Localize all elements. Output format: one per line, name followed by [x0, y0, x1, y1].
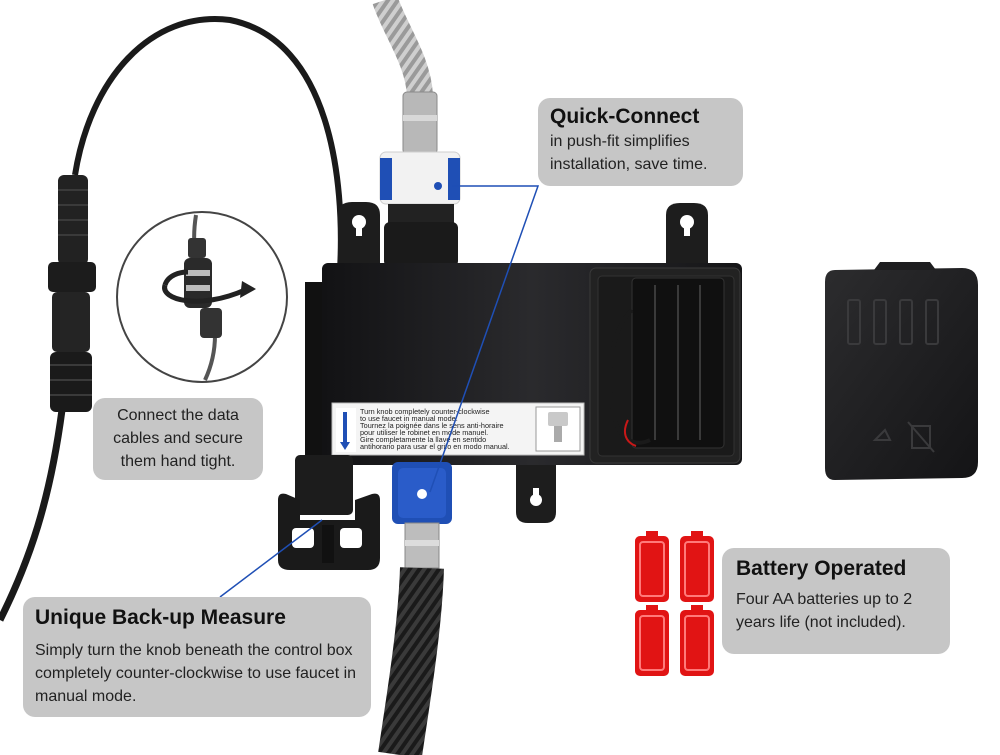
label-line-3: Tournez la poignée dans le sens anti-hor…: [360, 421, 504, 430]
backup-measure-title: Unique Back-up Measure: [35, 606, 286, 629]
connect-cables-body: Connect the data cables and secure them …: [113, 407, 243, 470]
label-line-4: pour utiliser le robinet en mode manuel.: [360, 428, 488, 437]
label-line-6: antihorario para usar el grifo en modo m…: [360, 442, 510, 451]
keyhole-mount-icon: [338, 202, 708, 523]
label-line-5: Gire completamente la llave en sentido: [360, 435, 486, 444]
label-line-1: Turn knob completely counter-clockwise: [360, 407, 490, 416]
cable-connection-zoom: [116, 211, 288, 383]
leader-lines: [219, 185, 540, 598]
label-line-2: to use faucet in manual mode.: [360, 414, 458, 423]
clockwise-arrow-icon: [162, 269, 256, 304]
battery-operated-body: Four AA batteries up to 2 years life (no…: [736, 591, 913, 631]
connect-cables-callout: Connect the data cables and secure them …: [93, 398, 263, 480]
control-box: Turn knob completely counter-clockwise t…: [305, 263, 742, 465]
backup-knob: [278, 455, 380, 570]
battery-operated-callout: Battery Operated Four AA batteries up to…: [722, 548, 950, 654]
backup-measure-callout: Unique Back-up Measure Simply turn the k…: [23, 597, 371, 717]
water-hose-bottom: [378, 462, 452, 755]
backup-measure-body: Simply turn the knob beneath the control…: [35, 642, 357, 705]
svg-text:Turn knob completely counter-c: Turn knob completely counter-clockwise t…: [360, 407, 510, 451]
quick-connect-body: in push-fit simplifies installation, sav…: [550, 133, 708, 173]
quick-connect-title: Quick-Connect: [550, 105, 700, 128]
data-cable: [0, 16, 344, 622]
water-hose-top: [372, 0, 461, 267]
battery-icon: [635, 531, 714, 676]
battery-cover: [825, 262, 978, 480]
quick-connect-callout: Quick-Connect in push-fit simplifies ins…: [538, 98, 743, 186]
battery-operated-title: Battery Operated: [736, 557, 907, 580]
